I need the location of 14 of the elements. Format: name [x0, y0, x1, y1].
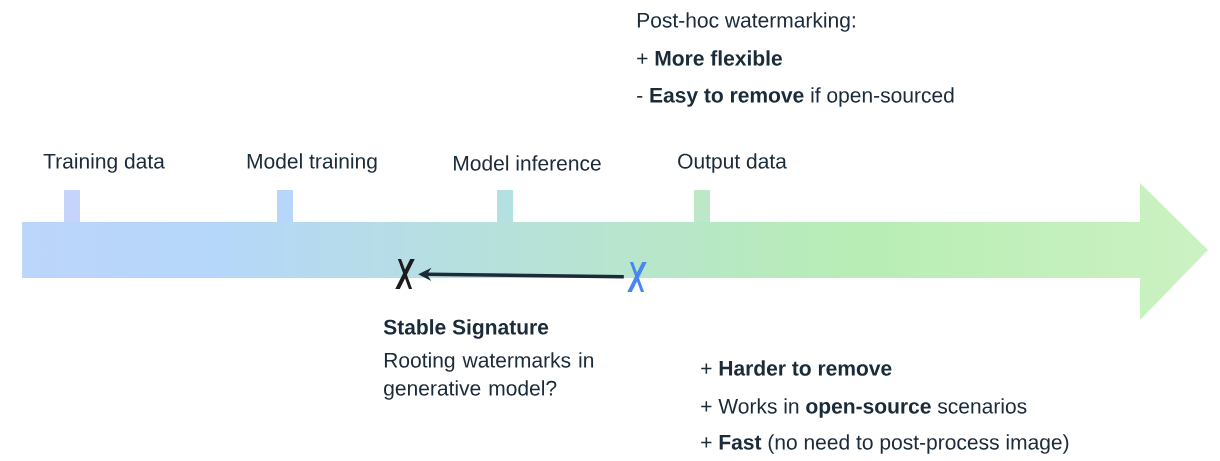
text-line: - Easy to remove if open-sourced	[637, 87, 954, 107]
text-line: + Harder to remove	[701, 360, 892, 376]
cross-mark	[626, 262, 648, 292]
description: Rooting watermarks in generative model?	[384, 352, 594, 400]
heading: Stable Signature	[383, 319, 549, 339]
text-line: + Works in open-source scenarios	[701, 398, 1027, 418]
text-line: Post-hoc watermarking:	[637, 12, 855, 32]
timeline-label: Output data	[678, 153, 787, 173]
cross-mark	[394, 259, 416, 289]
timeline-label: Model inference	[454, 155, 601, 171]
text-line: + Fast (no need to post-process image)	[701, 434, 1069, 454]
text-line: + More flexible	[637, 50, 782, 66]
timeline-label: Training data	[43, 153, 165, 173]
timeline-label: Model training	[247, 153, 377, 173]
